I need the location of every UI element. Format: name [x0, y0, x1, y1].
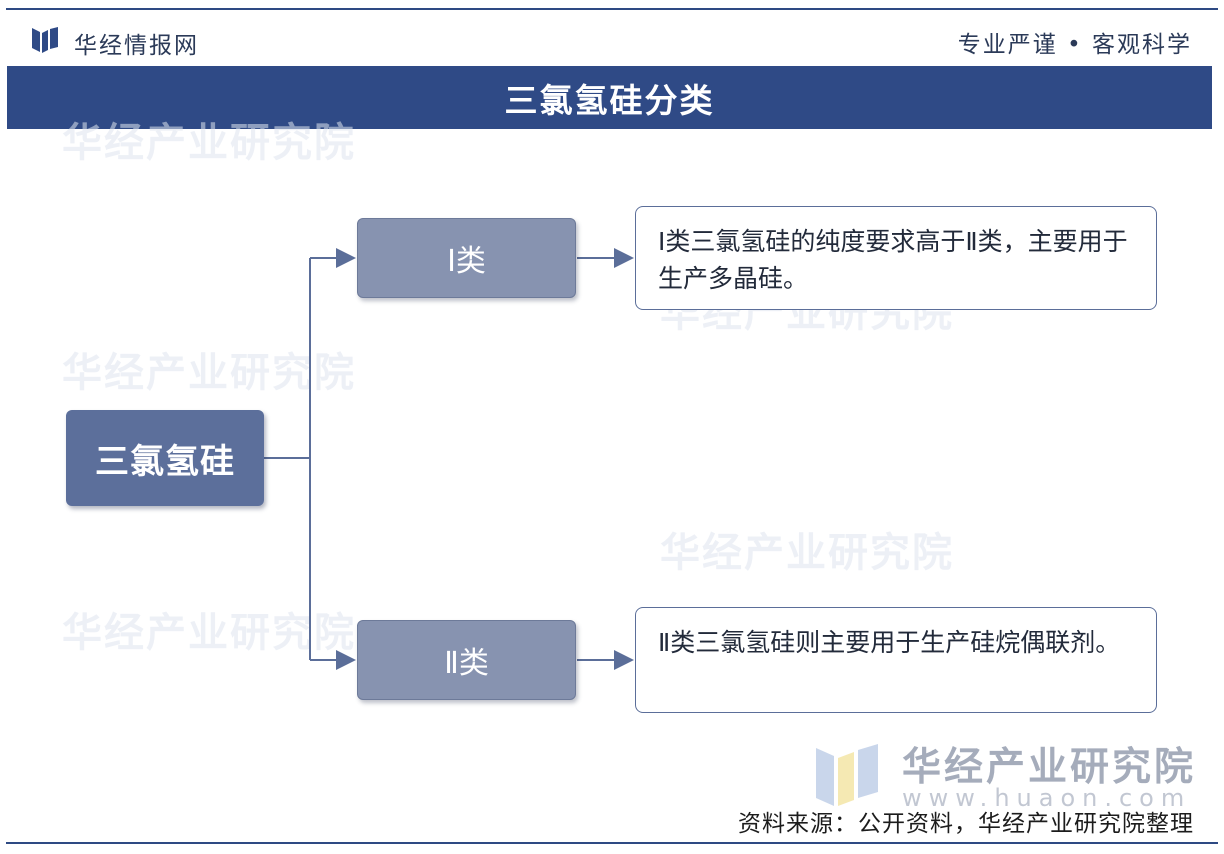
source-note: 资料来源：公开资料，华经产业研究院整理: [738, 811, 1194, 837]
footer-watermark-url: www.huaon.com: [902, 784, 1192, 812]
class-node-2: Ⅱ类: [357, 620, 576, 700]
watermark-text: 华经产业研究院: [62, 120, 356, 166]
root-node: 三氯氢硅: [66, 410, 264, 506]
slogan: 专业严谨 • 客观科学: [957, 32, 1192, 58]
brand-name: 华经情报网: [74, 33, 199, 59]
watermark-text: 华经产业研究院: [62, 610, 356, 656]
bottom-rule: [6, 842, 1218, 844]
class-node-1: Ⅰ类: [357, 218, 576, 298]
class-2-description: Ⅱ类三氯氢硅则主要用于生产硅烷偶联剂。: [635, 607, 1157, 713]
footer-logo-icon: [816, 744, 878, 806]
header: 华经情报网 专业严谨 • 客观科学: [0, 12, 1224, 64]
brand-logo-icon: [32, 27, 58, 53]
footer-watermark-name: 华经产业研究院: [902, 745, 1197, 790]
class-1-description: Ⅰ类三氯氢硅的纯度要求高于Ⅱ类，主要用于生产多晶硅。: [635, 206, 1157, 310]
watermark-text: 华经产业研究院: [660, 530, 954, 576]
watermark-text: 华经产业研究院: [62, 350, 356, 396]
top-rule: [6, 8, 1218, 10]
page-title: 三氯氢硅分类: [7, 66, 1212, 129]
